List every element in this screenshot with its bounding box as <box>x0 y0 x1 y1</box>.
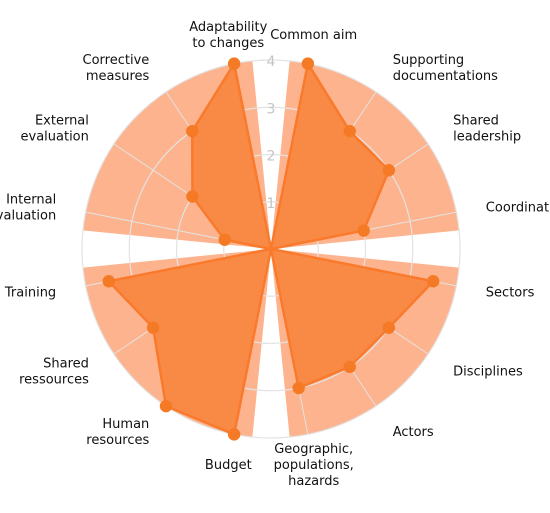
axis-label-line: Sectors <box>486 286 535 301</box>
axis-label-line: Human <box>102 417 149 432</box>
grid-circle-1 <box>223 201 319 297</box>
value-marker <box>343 360 356 374</box>
value-marker <box>301 57 315 70</box>
value-polygon-group-2 <box>269 247 436 390</box>
axis-label: Sectors <box>486 286 535 301</box>
axis-label-line: Coordination <box>486 200 550 215</box>
value-polygon-group-3 <box>106 247 273 437</box>
axis-label-line: Corrective <box>83 53 150 68</box>
axis-label-line: Common aim <box>270 28 357 43</box>
axis-label-line: populations, <box>274 458 354 473</box>
axis-label-line: Training <box>4 286 56 301</box>
axis-label-line: Adaptability <box>189 20 267 35</box>
axis-label-line: leadership <box>453 129 521 144</box>
axis-label-line: evaluation <box>21 129 89 144</box>
value-marker <box>227 428 241 441</box>
axis-label: Common aim <box>270 28 357 43</box>
axis-label: Actors <box>393 425 434 440</box>
value-marker <box>102 275 116 288</box>
value-marker <box>186 190 199 203</box>
axis-label-line: Shared <box>43 357 89 372</box>
tick-label: 2 <box>267 149 276 165</box>
axis-label-line: documentations <box>393 69 498 84</box>
axis-label-line: Disciplines <box>453 365 523 380</box>
value-marker <box>218 233 231 246</box>
value-marker <box>186 124 199 138</box>
axis-label-line: hazards <box>288 474 339 489</box>
axis-label-line: Actors <box>393 425 434 440</box>
grid-circle-3 <box>128 106 414 392</box>
value-marker <box>382 164 396 177</box>
tick-label: 3 <box>267 101 276 117</box>
grid-circle-2 <box>175 153 367 345</box>
axis-label: Coordination <box>486 200 550 215</box>
value-marker <box>159 399 173 413</box>
axis-label-line: measures <box>86 69 150 84</box>
axis-label-line: ressources <box>19 373 89 388</box>
value-marker <box>357 224 370 237</box>
axis-label: Geographic,populations,hazards <box>274 442 354 489</box>
axis-label-line: Budget <box>205 458 252 473</box>
grid-circles <box>81 59 461 439</box>
tick-label: 4 <box>267 54 276 70</box>
tick-label: 1 <box>267 196 276 212</box>
value-marker <box>146 321 160 334</box>
axis-label-line: evaluation <box>0 208 56 223</box>
axis-label-line: Shared <box>453 113 499 128</box>
axis-label: Training <box>4 286 56 301</box>
axis-label-line: Internal <box>6 192 56 207</box>
value-marker <box>227 57 241 70</box>
value-marker <box>382 321 396 334</box>
value-polygon-group-1 <box>269 60 391 251</box>
value-polygon-group-4 <box>190 60 273 251</box>
value-polygons <box>106 60 436 437</box>
value-marker <box>427 275 440 288</box>
radial-tick-labels: 1 2 3 4 <box>267 54 276 212</box>
axis-label: Internalevaluation <box>0 192 56 223</box>
axis-label-line: Geographic, <box>274 442 353 457</box>
value-marker <box>292 381 305 395</box>
axis-label: Disciplines <box>453 365 523 380</box>
axis-label: Budget <box>205 458 252 473</box>
value-markers <box>102 57 440 441</box>
axis-label-line: resources <box>86 433 149 448</box>
axis-label-line: Supporting <box>393 53 465 68</box>
value-marker <box>343 124 356 138</box>
axis-label-line: to changes <box>192 36 264 51</box>
axis-label-line: External <box>35 113 89 128</box>
grid-circle-4 <box>81 59 461 439</box>
